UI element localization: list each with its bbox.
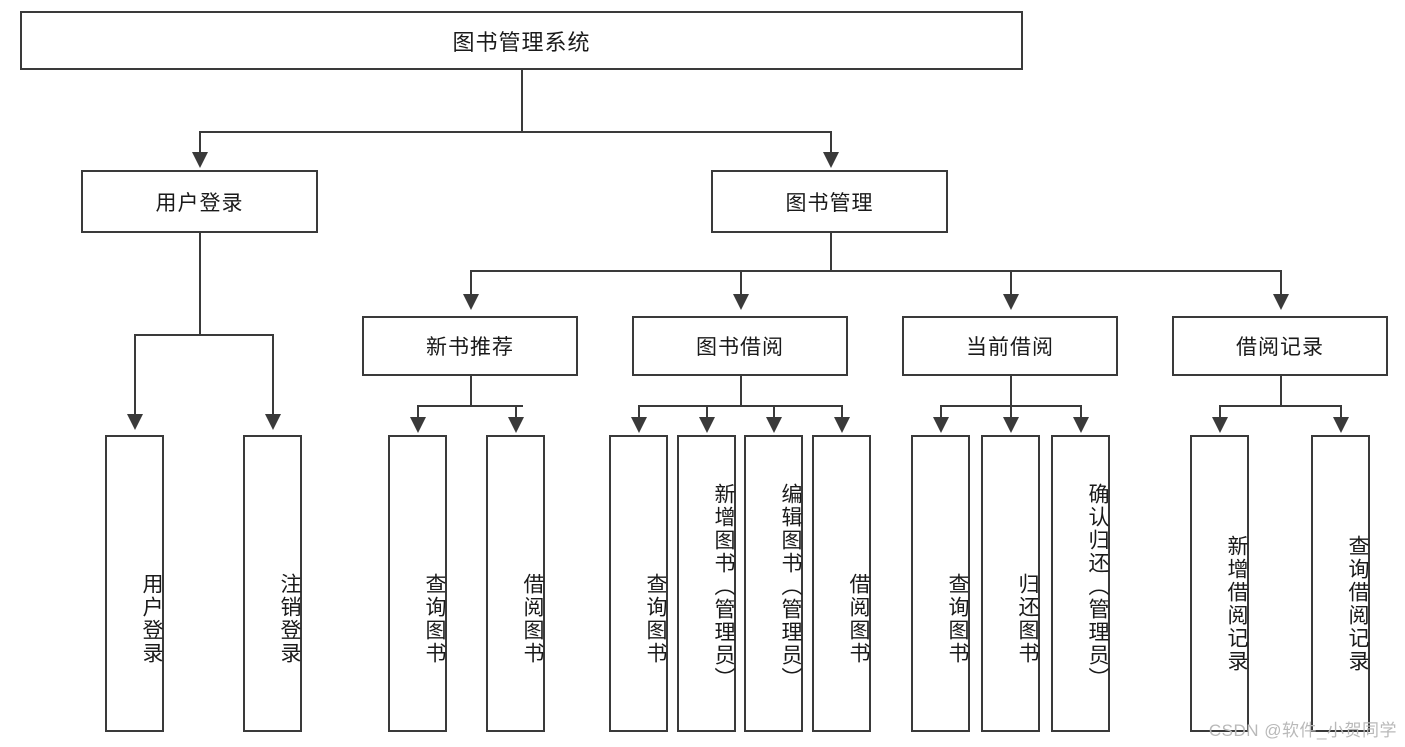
connector-records-bar: [1219, 405, 1340, 407]
node-book-management[interactable]: 图书管理: [711, 170, 948, 233]
arrow-root-to-management: [823, 152, 839, 168]
node-current-borrowing[interactable]: 当前借阅: [902, 316, 1118, 376]
leaf-query-books-current[interactable]: 查询图书: [911, 435, 970, 732]
node-label: 图书管理: [785, 191, 874, 215]
connector-records-stem: [1280, 376, 1282, 406]
arrow-borrow-leaf-1: [631, 417, 647, 433]
node-label: 借阅图书: [847, 572, 870, 665]
node-root-system[interactable]: 图书管理系统: [20, 11, 1023, 70]
leaf-query-books-new[interactable]: 查询图书: [388, 435, 447, 732]
arrow-current-leaf-3: [1073, 417, 1089, 433]
arrow-login-child-1: [127, 414, 143, 430]
arrow-management-child-2: [733, 294, 749, 310]
node-label: 查询图书: [423, 572, 446, 665]
leaf-borrow-books[interactable]: 借阅图书: [812, 435, 871, 732]
node-new-book-recommendation[interactable]: 新书推荐: [362, 316, 578, 376]
leaf-edit-book-admin[interactable]: 编辑图书（管理员）: [744, 435, 803, 732]
connector-management-drop-4: [1280, 270, 1282, 296]
connector-management-drop-1: [470, 270, 472, 296]
connector-root-to-management: [830, 131, 832, 156]
arrow-login-child-2: [265, 414, 281, 430]
connector-current-drop-2: [1010, 405, 1012, 419]
connector-root-bar: [199, 131, 830, 133]
connector-borrow-drop-2: [706, 405, 708, 419]
node-label: 新增借阅记录: [1225, 534, 1248, 673]
connector-management-stem: [830, 233, 832, 270]
node-label: 查询图书: [946, 572, 969, 665]
arrow-current-leaf-2: [1003, 417, 1019, 433]
leaf-query-books-borrow[interactable]: 查询图书: [609, 435, 668, 732]
node-label: 查询借阅记录: [1346, 534, 1369, 673]
connector-newbooks-stem: [470, 376, 472, 406]
node-label: 图书管理系统: [452, 29, 591, 55]
connector-root-stem: [521, 70, 523, 133]
node-label: 查询图书: [644, 572, 667, 665]
connector-current-drop-1: [940, 405, 942, 419]
node-label: 新增图书（管理员）: [712, 483, 735, 690]
node-label: 借阅图书: [521, 572, 544, 665]
connector-current-stem: [1010, 376, 1012, 406]
arrow-newbooks-leaf-2: [508, 417, 524, 433]
connector-newbooks-drop-1: [417, 405, 419, 419]
leaf-user-login[interactable]: 用户登录: [105, 435, 164, 732]
connector-login-stem: [199, 233, 201, 334]
arrow-borrow-leaf-3: [766, 417, 782, 433]
node-label: 借阅记录: [1236, 336, 1324, 359]
arrow-root-to-login: [192, 152, 208, 168]
connector-borrow-drop-1: [638, 405, 640, 419]
node-label: 新书推荐: [426, 336, 514, 359]
leaf-add-book-admin[interactable]: 新增图书（管理员）: [677, 435, 736, 732]
leaf-confirm-return-admin[interactable]: 确认归还（管理员）: [1051, 435, 1110, 732]
node-label: 编辑图书（管理员）: [779, 483, 802, 690]
connector-login-bar: [134, 334, 272, 336]
connector-borrow-bar: [638, 405, 842, 407]
leaf-borrow-books-new[interactable]: 借阅图书: [486, 435, 545, 732]
node-book-borrowing[interactable]: 图书借阅: [632, 316, 848, 376]
node-user-login[interactable]: 用户登录: [81, 170, 318, 233]
connector-borrow-drop-4: [841, 405, 843, 419]
arrow-management-child-1: [463, 294, 479, 310]
connector-management-drop-3: [1010, 270, 1012, 296]
arrow-current-leaf-1: [933, 417, 949, 433]
arrow-borrow-leaf-2: [699, 417, 715, 433]
node-label: 用户登录: [155, 191, 244, 215]
arrow-newbooks-leaf-1: [410, 417, 426, 433]
leaf-logout[interactable]: 注销登录: [243, 435, 302, 732]
node-label: 确认归还（管理员）: [1086, 483, 1109, 690]
connector-login-drop-2: [272, 334, 274, 416]
arrow-records-leaf-2: [1333, 417, 1349, 433]
connector-login-drop-1: [134, 334, 136, 416]
connector-management-bar: [470, 270, 1280, 272]
arrow-management-child-4: [1273, 294, 1289, 310]
node-borrow-records[interactable]: 借阅记录: [1172, 316, 1388, 376]
connector-borrow-stem: [740, 376, 742, 406]
leaf-query-borrow-record[interactable]: 查询借阅记录: [1311, 435, 1370, 732]
connector-records-drop-1: [1219, 405, 1221, 419]
csdn-watermark: CSDN @软件_小贺同学: [1208, 721, 1397, 740]
connector-root-to-login: [199, 131, 201, 156]
connector-newbooks-drop-2: [515, 405, 517, 419]
connector-newbooks-bar: [417, 405, 523, 407]
leaf-add-borrow-record[interactable]: 新增借阅记录: [1190, 435, 1249, 732]
connector-records-drop-2: [1340, 405, 1342, 419]
node-label: 图书借阅: [696, 336, 784, 359]
connector-management-drop-2: [740, 270, 742, 296]
node-label: 注销登录: [278, 572, 301, 665]
node-label: 归还图书: [1016, 572, 1039, 665]
arrow-management-child-3: [1003, 294, 1019, 310]
connector-current-drop-3: [1080, 405, 1082, 419]
node-label: 当前借阅: [966, 336, 1054, 359]
connector-borrow-drop-3: [773, 405, 775, 419]
node-label: 用户登录: [140, 572, 163, 665]
arrow-records-leaf-1: [1212, 417, 1228, 433]
leaf-return-books[interactable]: 归还图书: [981, 435, 1040, 732]
arrow-borrow-leaf-4: [834, 417, 850, 433]
